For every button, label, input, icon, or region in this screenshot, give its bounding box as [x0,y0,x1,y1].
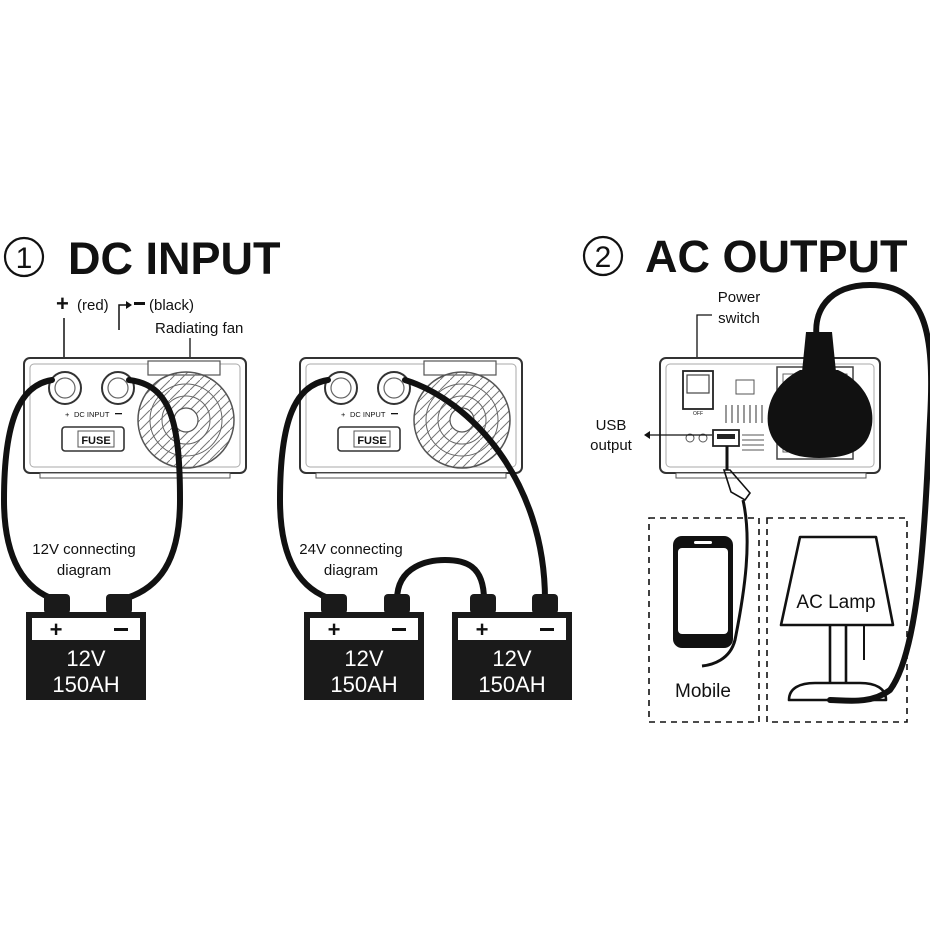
mobile-label: Mobile [675,681,731,702]
section1-number-circle [3,236,45,278]
battery-minus-sign [540,628,554,631]
fuse-label: FUSE [81,435,110,447]
section2-number: 2 [595,241,612,274]
battery-minus-sign [392,628,406,631]
panel-label: DC INPUT [350,410,386,419]
battery-12v: + 12V 150AH [26,594,146,700]
section1-number: 1 [16,242,33,275]
battery-plus-sign: + [328,617,341,642]
lamp-label: AC Lamp [796,592,875,613]
section1-title: DC INPUT [68,233,281,284]
minus-label: (black) [149,297,194,314]
battery-12v: + 12V 150AH [452,594,572,700]
plus-sign: + [56,291,69,316]
battery-minus-sign [114,628,128,631]
switch-off-mark: OFF [693,411,703,417]
power-switch-label-line2: switch [718,310,760,327]
power-switch-label-line1: Power [718,289,761,306]
ac-plug-icon [767,332,873,458]
fan-label: Radiating fan [155,320,243,337]
panel-sign-plus: + [341,410,346,419]
lamp-box: AC Lamp [766,517,908,723]
usb-cable [701,499,749,668]
fuse-label: FUSE [357,435,386,447]
usb-label-line1: USB [596,417,627,434]
section2-header: 2 AC OUTPUT [582,231,908,282]
section1-header: 1 DC INPUT [3,233,281,284]
section2-number-circle [582,235,624,277]
panel-sign-plus: + [65,410,70,419]
usb-plug-icon [722,469,752,502]
inverter-panel-12v: + DC INPUT FUSE [23,357,247,479]
battery-12v: + 12V 150AH [304,594,424,700]
diagram12-label-line1: 12V connecting [32,541,135,558]
inverter-panel-24v: + DC INPUT FUSE [299,357,523,479]
diagram24-label-line1: 24V connecting [299,541,402,558]
diagram24-label-line2: diagram [324,562,378,579]
battery-capacity: 150AH [52,672,119,697]
battery-capacity: 150AH [330,672,397,697]
diagram12-label-line2: diagram [57,562,111,579]
panel-label: DC INPUT [74,410,110,419]
battery-voltage: 12V [344,646,383,671]
battery-capacity: 150AH [478,672,545,697]
cables-24v [276,377,548,603]
minus-sign [134,302,145,305]
usb-label-line2: output [590,437,633,454]
plus-label: (red) [77,297,109,314]
ac-lamp-icon [779,535,895,702]
section2-title: AC OUTPUT [645,231,908,282]
battery-plus-sign: + [476,617,489,642]
battery-voltage: 12V [66,646,105,671]
cables-12v [0,377,184,603]
mobile-phone-icon [673,536,733,648]
battery-plus-sign: + [50,617,63,642]
battery-voltage: 12V [492,646,531,671]
mobile-box: Mobile [648,517,760,723]
